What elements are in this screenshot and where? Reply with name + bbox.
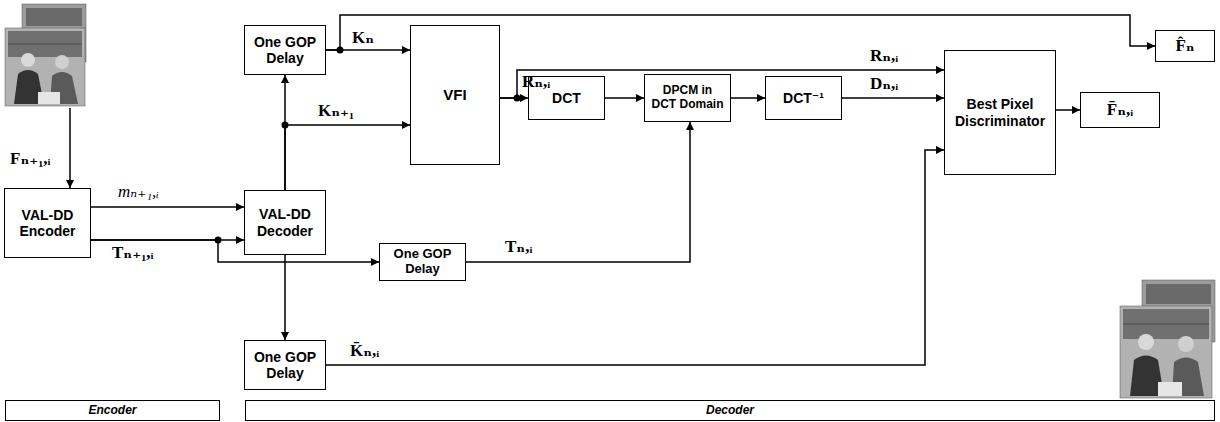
input-arrow xyxy=(69,108,71,188)
bookshelf xyxy=(8,31,82,57)
shelf-line xyxy=(1123,324,1209,325)
photo-frame xyxy=(5,28,85,106)
signal-arrow xyxy=(91,240,379,262)
signal-label: Rₙ,ᵢ xyxy=(522,73,550,92)
signal-arrow xyxy=(285,125,410,190)
table-paper xyxy=(1158,382,1182,396)
bookshelf xyxy=(1123,309,1209,339)
node-text: Encoder xyxy=(88,404,136,418)
person-head xyxy=(21,53,35,67)
input-photo xyxy=(5,4,86,106)
signal-arrow xyxy=(605,97,644,99)
signal-label: K̄ₙ,ᵢ xyxy=(350,342,379,361)
signal-arrow xyxy=(91,206,244,208)
signal-arrow xyxy=(284,255,286,340)
node-text: One GOP Delay xyxy=(249,34,321,66)
table-paper xyxy=(38,92,60,104)
section-band: Decoder xyxy=(245,400,1215,422)
node-text: VAL-DD Decoder xyxy=(249,206,321,238)
node-text: DPCM in DCT Domain xyxy=(649,84,726,112)
signal-arrow xyxy=(731,97,765,99)
section-band: Encoder xyxy=(5,400,220,422)
person-head xyxy=(55,55,69,69)
signal-label: Tₙ,ᵢ xyxy=(505,238,532,257)
node-text: One GOP Delay xyxy=(249,349,321,381)
signal-label: Tₙ₊₁,ᵢ xyxy=(112,244,154,263)
node-text: F̂ₙ xyxy=(1175,36,1194,56)
decoder-box: VAL-DD Decoder xyxy=(244,190,326,255)
shelf-line xyxy=(8,44,82,45)
signal-label: Kₙ xyxy=(352,29,374,48)
signal-label: Fₙ₊₁,ᵢ xyxy=(10,150,51,169)
person-head xyxy=(1178,336,1194,352)
signal-label: Kₙ₊₁ xyxy=(318,102,354,121)
signal-arrow xyxy=(1056,109,1080,111)
delay-box: One GOP Delay xyxy=(244,25,326,75)
signal-label: Rₙ,ᵢ xyxy=(870,47,898,66)
process-box: Best Pixel Discriminator xyxy=(944,50,1056,175)
signal-label: Dₙ,ᵢ xyxy=(870,75,898,94)
node-text: DCT⁻¹ xyxy=(783,90,824,106)
output-photo xyxy=(1120,280,1215,398)
node-text: Decoder xyxy=(706,404,754,418)
output-box: F̄ₙ,ᵢ xyxy=(1080,92,1160,128)
process-box: DPCM in DCT Domain xyxy=(644,74,731,122)
person-head xyxy=(1138,334,1154,350)
node-text: One GOP Delay xyxy=(384,247,461,277)
delay-box: One GOP Delay xyxy=(244,340,326,390)
bookshelf xyxy=(1146,284,1211,304)
signal-label: mₙ₊₁,ᵢ xyxy=(118,183,159,202)
process-box: VFI xyxy=(410,25,500,165)
node-text: F̄ₙ,ᵢ xyxy=(1107,100,1133,120)
node-text: VAL-DD Encoder xyxy=(9,207,86,239)
encoder-box: VAL-DD Encoder xyxy=(4,188,91,258)
output-box: F̂ₙ xyxy=(1155,30,1215,62)
node-text: Best Pixel Discriminator xyxy=(949,96,1051,128)
signal-arrow xyxy=(842,97,944,99)
node-text: DCT xyxy=(552,90,581,106)
bookshelf xyxy=(26,8,82,26)
node-text: VFI xyxy=(443,86,466,103)
signal-arrow xyxy=(326,150,944,365)
delay-box: One GOP Delay xyxy=(379,243,466,281)
process-box: DCT⁻¹ xyxy=(765,76,842,120)
photo-frame xyxy=(1120,306,1212,398)
